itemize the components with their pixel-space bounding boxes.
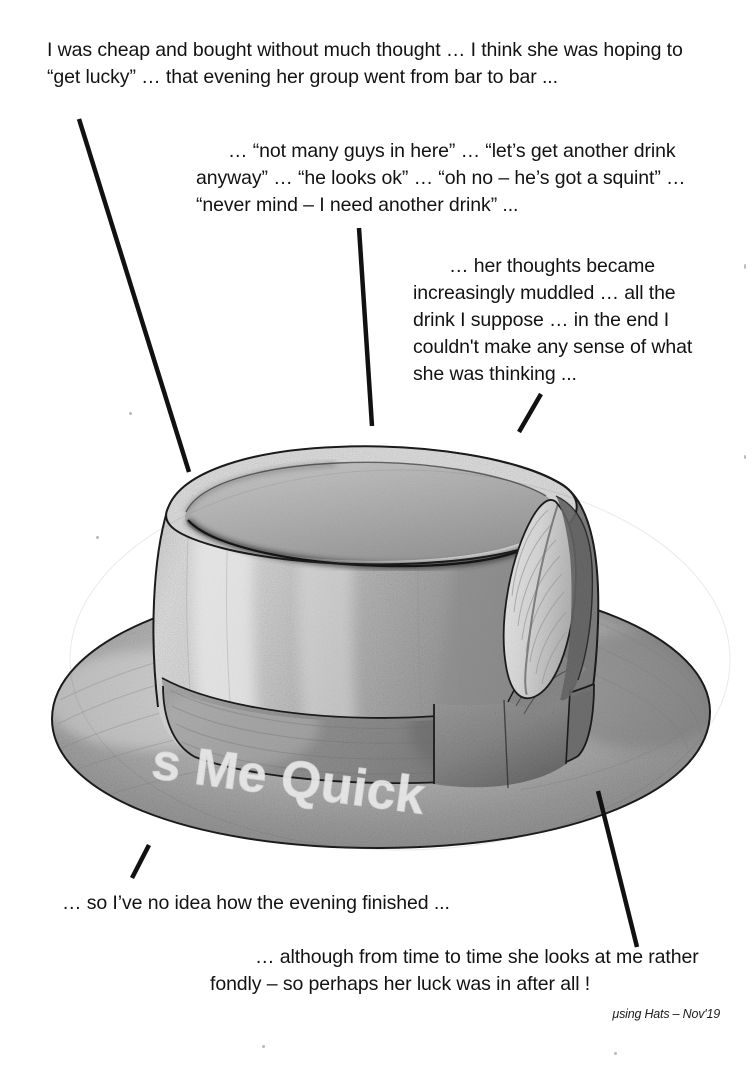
caption-no-idea: … so I’ve no idea how the evening finish… (62, 892, 450, 914)
scan-speckle (744, 455, 746, 459)
pencil-smudge (69, 469, 731, 851)
scan-speckle (614, 1052, 617, 1055)
caption-opening: I was cheap and bought without much thou… (47, 39, 683, 88)
caption-muddled: … her thoughts became increasingly muddl… (413, 255, 693, 385)
crown-opening (165, 445, 578, 569)
scan-speckle (129, 412, 132, 415)
scan-speckle (744, 264, 746, 269)
scan-speckle (96, 536, 99, 539)
caption-fondly: … although from time to time she looks a… (210, 946, 699, 995)
caption-bar-talk: … “not many guys in here” … “let’s get a… (196, 140, 686, 216)
feather (502, 495, 594, 701)
signature-footer: μsing Hats – Nov'19 (612, 1007, 720, 1021)
scan-speckle (262, 1045, 265, 1048)
